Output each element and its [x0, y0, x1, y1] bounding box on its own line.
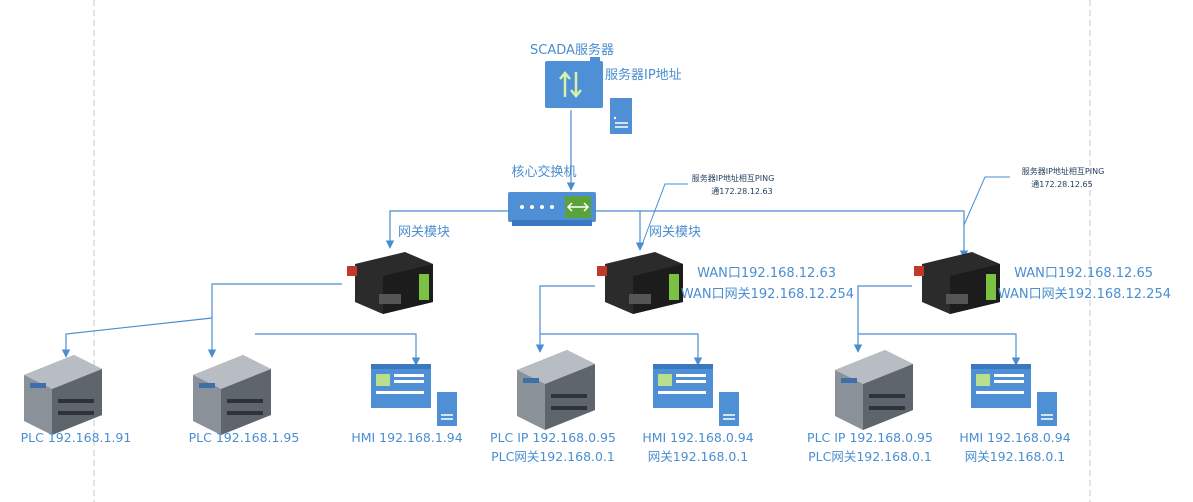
core-switch: 核心交换机 — [508, 164, 596, 226]
device-plc-4: PLC IP 192.168.0.95 PLC网关192.168.0.1 — [807, 350, 933, 464]
wire-switch-gw3 — [640, 210, 969, 259]
wire-switch-gw2 — [596, 210, 645, 251]
gateway-2-note-line1: 服务器IP地址相互PING — [692, 173, 775, 183]
wire-gw2-plc — [535, 285, 595, 353]
gateway-3-wan-ip: WAN口192.168.12.65 — [1014, 266, 1153, 281]
wire-gw1-plc2 — [207, 283, 342, 358]
device-hmi-2: HMI 192.168.0.94 网关192.168.0.1 — [642, 364, 754, 464]
device-hmi-3-line2: 网关192.168.0.1 — [965, 449, 1066, 464]
gateway-3-wan-gateway: WAN口网关192.168.12.254 — [998, 287, 1171, 302]
scada-title: SCADA服务器 — [530, 42, 614, 58]
gateway-3-note-line2: 通172.28.12.65 — [1031, 179, 1092, 189]
gateway-1-icon — [347, 252, 433, 314]
wire-gw1-plc1 — [61, 317, 213, 358]
gateway-1: 网关模块 — [347, 225, 450, 314]
plc-icon — [193, 355, 271, 435]
server-tower-icon — [1037, 392, 1057, 426]
gateway-1-label: 网关模块 — [398, 225, 450, 240]
hmi-screen-icon — [371, 364, 431, 408]
server-tower-icon — [719, 392, 739, 426]
switch-icon — [508, 192, 596, 226]
plc-icon — [517, 350, 595, 430]
device-plc-2: PLC 192.168.1.95 — [189, 355, 300, 445]
device-plc-2-line1: PLC 192.168.1.95 — [189, 430, 300, 445]
device-plc-4-line2: PLC网关192.168.0.1 — [808, 449, 932, 464]
server-tower-icon — [610, 98, 632, 134]
gateway-2-note-line2: 通172.28.12.63 — [711, 186, 772, 196]
switch-label: 核心交换机 — [511, 164, 576, 180]
wire-gw3-hmi — [858, 333, 1021, 366]
gateway-3: 服务器IP地址相互PING 通172.28.12.65 WAN口192.168.… — [914, 166, 1171, 314]
plc-icon — [835, 350, 913, 430]
gateway-2-wan-ip: WAN口192.168.12.63 — [697, 266, 836, 281]
plc-icon — [24, 355, 102, 435]
wire-gw1-hmi — [255, 333, 421, 366]
device-hmi-1: HMI 192.168.1.94 — [351, 364, 463, 445]
gateway-2-icon — [597, 252, 683, 314]
scada-server-icon — [545, 57, 603, 108]
scada-server: SCADA服务器 服务器IP地址 — [530, 42, 682, 134]
device-hmi-1-line1: HMI 192.168.1.94 — [351, 430, 462, 445]
gateway-3-icon — [914, 252, 1000, 314]
device-plc-4-line1: PLC IP 192.168.0.95 — [807, 430, 933, 445]
gateway-2: 网关模块 服务器IP地址相互PING 通172.28.12.63 WAN口192… — [597, 173, 854, 314]
server-tower-icon — [437, 392, 457, 426]
device-plc-1-line1: PLC 192.168.1.91 — [21, 430, 132, 445]
device-hmi-2-line1: HMI 192.168.0.94 — [642, 430, 753, 445]
wire-gw3-plc — [853, 285, 912, 353]
gateway-2-label: 网关模块 — [649, 225, 701, 240]
hmi-screen-icon — [971, 364, 1031, 408]
device-hmi-2-line2: 网关192.168.0.1 — [648, 449, 749, 464]
callout-gw2 — [639, 183, 688, 251]
gateway-3-note-line1: 服务器IP地址相互PING — [1022, 166, 1105, 176]
device-hmi-3-line1: HMI 192.168.0.94 — [959, 430, 1070, 445]
device-plc-3: PLC IP 192.168.0.95 PLC网关192.168.0.1 — [490, 350, 616, 464]
wire-switch-gw1 — [385, 210, 508, 249]
callout-gw3 — [963, 176, 1010, 226]
hmi-screen-icon — [653, 364, 713, 408]
device-hmi-3: HMI 192.168.0.94 网关192.168.0.1 — [959, 364, 1071, 464]
gateway-2-wan-gateway: WAN口网关192.168.12.254 — [681, 287, 854, 302]
wire-gw2-hmi — [540, 333, 703, 366]
scada-ip-label: 服务器IP地址 — [605, 67, 682, 83]
device-plc-3-line1: PLC IP 192.168.0.95 — [490, 430, 616, 445]
device-plc-3-line2: PLC网关192.168.0.1 — [491, 449, 615, 464]
device-plc-1: PLC 192.168.1.91 — [21, 355, 132, 445]
